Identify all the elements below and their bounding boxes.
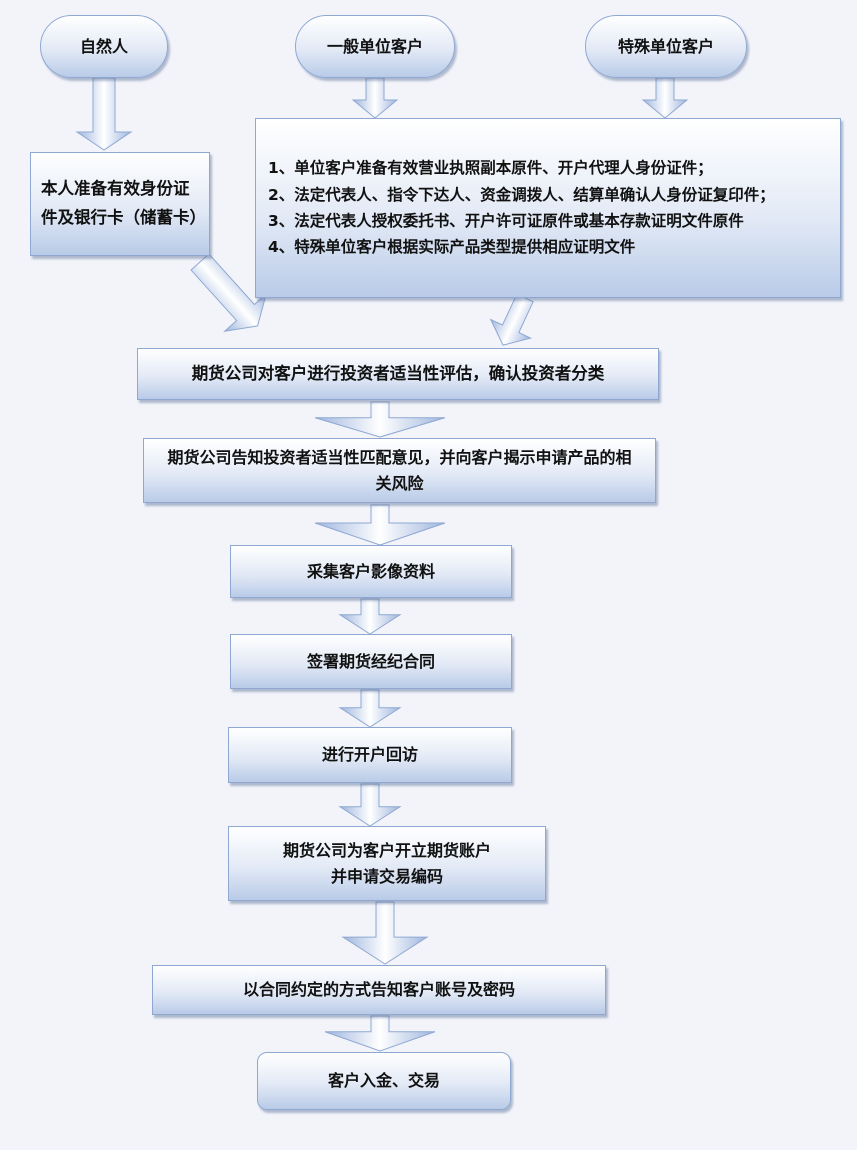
step-suitability-assessment: 期货公司对客户进行投资者适当性评估，确认投资者分类 — [137, 348, 659, 400]
step-collect-images: 采集客户影像资料 — [230, 545, 512, 598]
node-natural-person: 自然人 — [40, 15, 168, 78]
node-natural-person-requirements: 本人准备有效身份证件及银行卡（储蓄卡） — [30, 152, 210, 256]
arrow-step-4-5 — [338, 689, 402, 728]
node-label: 本人准备有效身份证件及银行卡（储蓄卡） — [41, 179, 206, 227]
node-entity-requirements: 1、单位客户准备有效营业执照副本原件、开户代理人身份证件； 2、法定代表人、指令… — [255, 118, 841, 298]
node-label: 自然人 — [79, 36, 128, 56]
arrow-step-7-8 — [324, 1015, 436, 1052]
node-label: 特殊单位客户 — [617, 36, 714, 56]
requirement-item: 4、特殊单位客户根据实际产品类型提供相应证明文件 — [268, 238, 636, 257]
arrow-entity-to-assessment — [489, 293, 534, 346]
arrow-general-entity-down — [351, 77, 399, 119]
arrow-step-2-3 — [314, 504, 446, 546]
node-label: 期货公司告知投资者适当性匹配意见，并向客户揭示申请产品的相关风险 — [167, 447, 632, 493]
node-label: 以合同约定的方式告知客户账号及密码 — [242, 980, 515, 1000]
step-return-visit: 进行开户回访 — [228, 727, 512, 783]
node-label: 客户入金、交易 — [327, 1071, 440, 1091]
step-notify-credentials: 以合同约定的方式告知客户账号及密码 — [152, 965, 606, 1015]
arrow-step-5-6 — [338, 783, 402, 827]
arrow-step-3-4 — [338, 598, 402, 635]
step-deposit-trade: 客户入金、交易 — [257, 1052, 511, 1110]
node-label: 进行开户回访 — [321, 745, 418, 765]
step-sign-contract: 签署期货经纪合同 — [230, 634, 512, 689]
arrow-special-entity-down — [641, 77, 689, 119]
node-special-entity: 特殊单位客户 — [585, 15, 747, 78]
step-risk-disclosure: 期货公司告知投资者适当性匹配意见，并向客户揭示申请产品的相关风险 — [143, 438, 656, 503]
requirement-item: 3、法定代表人授权委托书、开户许可证原件或基本存款证明文件原件 — [268, 212, 744, 230]
requirement-item: 2、法定代表人、指令下达人、资金调拨人、结算单确认人身份证复印件； — [268, 185, 775, 204]
node-label: 期货公司对客户进行投资者适当性评估，确认投资者分类 — [191, 363, 605, 383]
node-label: 一般单位客户 — [326, 36, 423, 56]
node-general-entity: 一般单位客户 — [295, 15, 455, 78]
requirement-item: 1、单位客户准备有效营业执照副本原件、开户代理人身份证件； — [268, 159, 713, 178]
arrow-natural-person-down — [75, 77, 133, 151]
arrow-natural-to-assessment — [190, 253, 268, 333]
node-label: 签署期货经纪合同 — [306, 651, 435, 671]
step-open-account: 期货公司为客户开立期货账户 并申请交易编码 — [228, 826, 546, 901]
node-label: 期货公司为客户开立期货账户 并申请交易编码 — [282, 840, 491, 886]
arrow-step-6-7 — [341, 901, 429, 965]
node-label: 采集客户影像资料 — [306, 561, 435, 581]
arrow-step-1-2 — [314, 401, 446, 438]
